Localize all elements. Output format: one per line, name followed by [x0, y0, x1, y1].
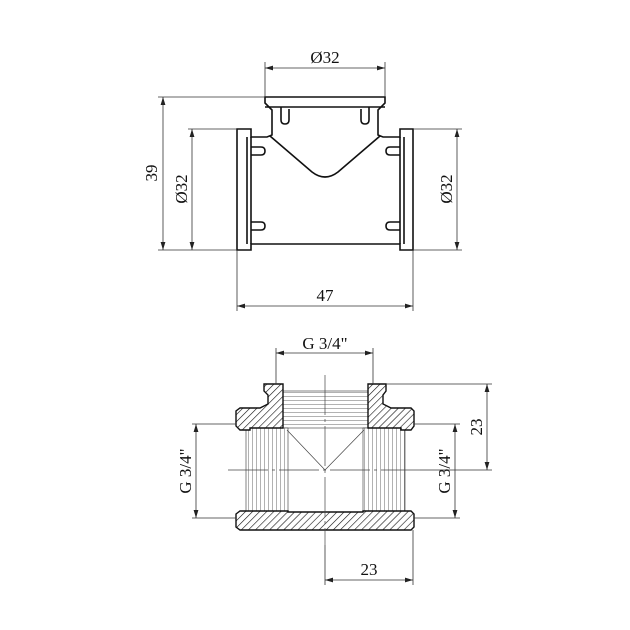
section-dim-top: G 3/4" — [302, 334, 347, 353]
top-view-dim-width: 47 — [317, 286, 335, 305]
section-dim-right-height: 23 — [467, 419, 486, 436]
top-view-dim-left: Ø32 — [172, 174, 191, 203]
section-dim-right: G 3/4" — [435, 448, 454, 493]
section-dim-left: G 3/4" — [176, 448, 195, 493]
top-view: Ø32 39 Ø32 Ø32 47 — [142, 48, 462, 311]
section-view: G 3/4" G 3/4" G 3/4" 23 23 — [176, 334, 492, 585]
top-view-dim-top: Ø32 — [310, 48, 339, 67]
top-view-dim-right: Ø32 — [437, 174, 456, 203]
top-view-dim-height: 39 — [142, 165, 161, 182]
section-dim-bottom: 23 — [361, 560, 378, 579]
